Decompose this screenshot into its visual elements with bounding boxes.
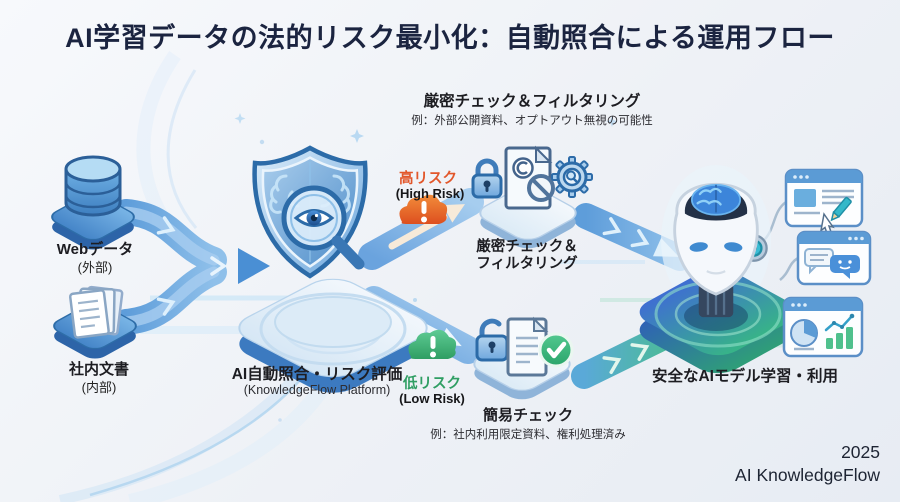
platform-base xyxy=(238,278,428,393)
low-risk-label: 低リスク xyxy=(403,376,461,392)
sparkle-icon xyxy=(350,129,364,143)
sparkle-icon xyxy=(606,116,618,127)
analytics-window-icon xyxy=(782,296,864,358)
simple-check-note: 例：社内利用限定資料、権利処理済み xyxy=(430,429,626,441)
strict-check-note: 例：外部公開資料、オプトアウト無視の可能性 xyxy=(411,115,653,127)
web-data-sublabel: (外部) xyxy=(77,260,113,275)
eye-icon xyxy=(293,209,335,227)
sparkle-icons xyxy=(234,113,618,143)
gear-scan-icon xyxy=(551,156,593,198)
chat-bubble-filled xyxy=(830,255,860,279)
strict-node-label-line2: フィルタリング xyxy=(476,256,578,272)
shield-magnifier-icon xyxy=(252,145,368,279)
ok-cloud-icon xyxy=(408,329,457,359)
trend-line-icon xyxy=(824,313,855,332)
sparkle-icon xyxy=(234,113,246,124)
high-risk-sublabel: (High Risk) xyxy=(395,186,465,201)
documents-icon xyxy=(68,285,124,339)
lock-icon xyxy=(471,158,503,199)
internal-docs-label: 社内文書 xyxy=(68,361,130,378)
check-circle-icon xyxy=(538,332,574,368)
strict-node-label-line1: 厳密チェック＆ xyxy=(476,239,578,255)
alert-cloud-icon xyxy=(399,194,448,224)
chat-window-icon xyxy=(796,230,872,286)
unlock-icon xyxy=(475,318,509,362)
footer-credit: 2025 AI KnowledgeFlow xyxy=(735,441,880,487)
page-title: AI学習データの法的リスク最小化：自動照合による運用フロー xyxy=(65,23,835,53)
simple-check-label: 簡易チェック xyxy=(482,407,574,424)
footer-year: 2025 xyxy=(841,442,880,462)
pie-chart-icon xyxy=(790,319,818,351)
pencil-icon xyxy=(830,196,852,222)
database-icon xyxy=(64,155,122,217)
editor-window-icon xyxy=(784,168,864,235)
outcome-label: 安全なAIモデル学習・利用 xyxy=(651,368,839,385)
bar-chart-icon xyxy=(826,327,853,349)
robot-brain xyxy=(690,183,742,216)
low-risk-sublabel: (Low Risk) xyxy=(399,391,465,406)
platform-sublabel: (KnowledgeFlow Platform) xyxy=(243,383,391,397)
strict-check-heading: 厳密チェック＆フィルタリング xyxy=(423,93,641,110)
copyright-doc-icon xyxy=(504,145,555,210)
footer-brand: AI KnowledgeFlow xyxy=(735,465,880,485)
strict-node-platform xyxy=(479,186,577,249)
prohibition-icon xyxy=(527,174,555,202)
high-risk-label: 高リスク xyxy=(399,171,457,187)
web-data-label: Webデータ xyxy=(56,241,134,258)
internal-docs-sublabel: (内部) xyxy=(81,380,117,395)
platform-label: AI自動照合・リスク評価 xyxy=(231,366,403,383)
robot-head-icon xyxy=(673,183,768,318)
